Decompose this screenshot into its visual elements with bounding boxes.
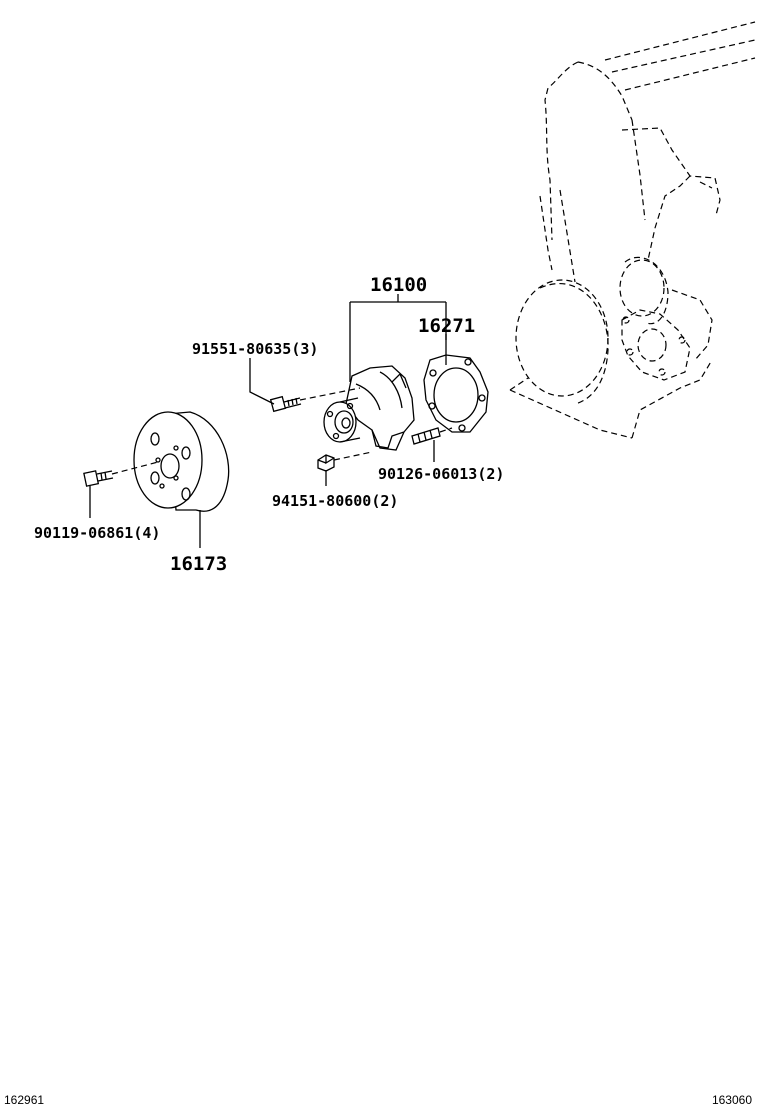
leader-lines	[89, 294, 447, 548]
label-16271: 16271	[418, 315, 475, 337]
pulley-part	[133, 411, 230, 512]
engine-block-outline	[509, 21, 756, 439]
label-91551-80635: 91551-80635(3)	[192, 340, 318, 358]
gasket-part	[423, 354, 489, 433]
pump-bolt-part	[269, 395, 302, 413]
stud-part	[411, 427, 441, 445]
footer-right-code: 163060	[711, 1093, 752, 1107]
label-16173: 16173	[170, 553, 227, 575]
pulley-bolt-part	[83, 470, 114, 487]
assembly-axis-lines	[111, 387, 453, 475]
footer-left-code: 162961	[4, 1093, 45, 1107]
water-pump-part	[323, 365, 415, 451]
label-90119-06861: 90119-06861(4)	[34, 524, 160, 542]
label-90126-06013: 90126-06013(2)	[378, 465, 504, 483]
label-16100: 16100	[370, 274, 427, 296]
nut-part	[317, 454, 335, 472]
label-94151-80600: 94151-80600(2)	[272, 492, 398, 510]
